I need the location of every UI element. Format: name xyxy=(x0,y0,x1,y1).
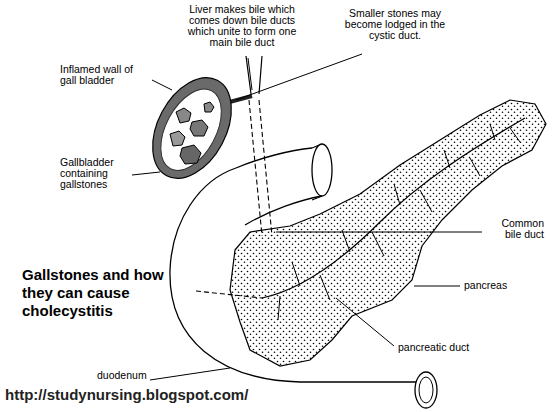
part-label: duodenum xyxy=(97,370,177,381)
gallstone xyxy=(170,131,185,146)
part-label: pancreatic duct xyxy=(398,342,508,353)
duodenum-ring xyxy=(415,372,437,408)
part-label: Common bile duct xyxy=(486,218,544,240)
pancreas-shape xyxy=(230,100,546,366)
stones-note: Smaller stones may become lodged in the … xyxy=(334,8,456,41)
gallstone xyxy=(180,145,201,164)
gallstone xyxy=(176,108,191,123)
gallstone xyxy=(190,120,208,136)
common-bile-duct xyxy=(249,100,272,236)
diagram-title: Gallstones and how they can cause cholec… xyxy=(22,266,174,320)
duodenum-ring xyxy=(419,377,433,403)
duct-dashed xyxy=(196,291,262,298)
liver-note: Liver makes bile which comes down bile d… xyxy=(182,4,302,48)
pancreatic-duct xyxy=(262,118,525,298)
stomach-end xyxy=(312,144,332,196)
part-label: pancreas xyxy=(464,280,544,291)
hepatic-ducts xyxy=(246,56,262,94)
watermark: http://studynursing.blogspot.com/ xyxy=(5,386,385,404)
duodenum-outline xyxy=(236,148,312,168)
leader-lines xyxy=(132,54,482,380)
part-label: Inflamed wall of gall bladder xyxy=(60,64,150,86)
part-label: Gallbladder containing gallstones xyxy=(60,157,130,190)
gallstone xyxy=(204,102,214,112)
